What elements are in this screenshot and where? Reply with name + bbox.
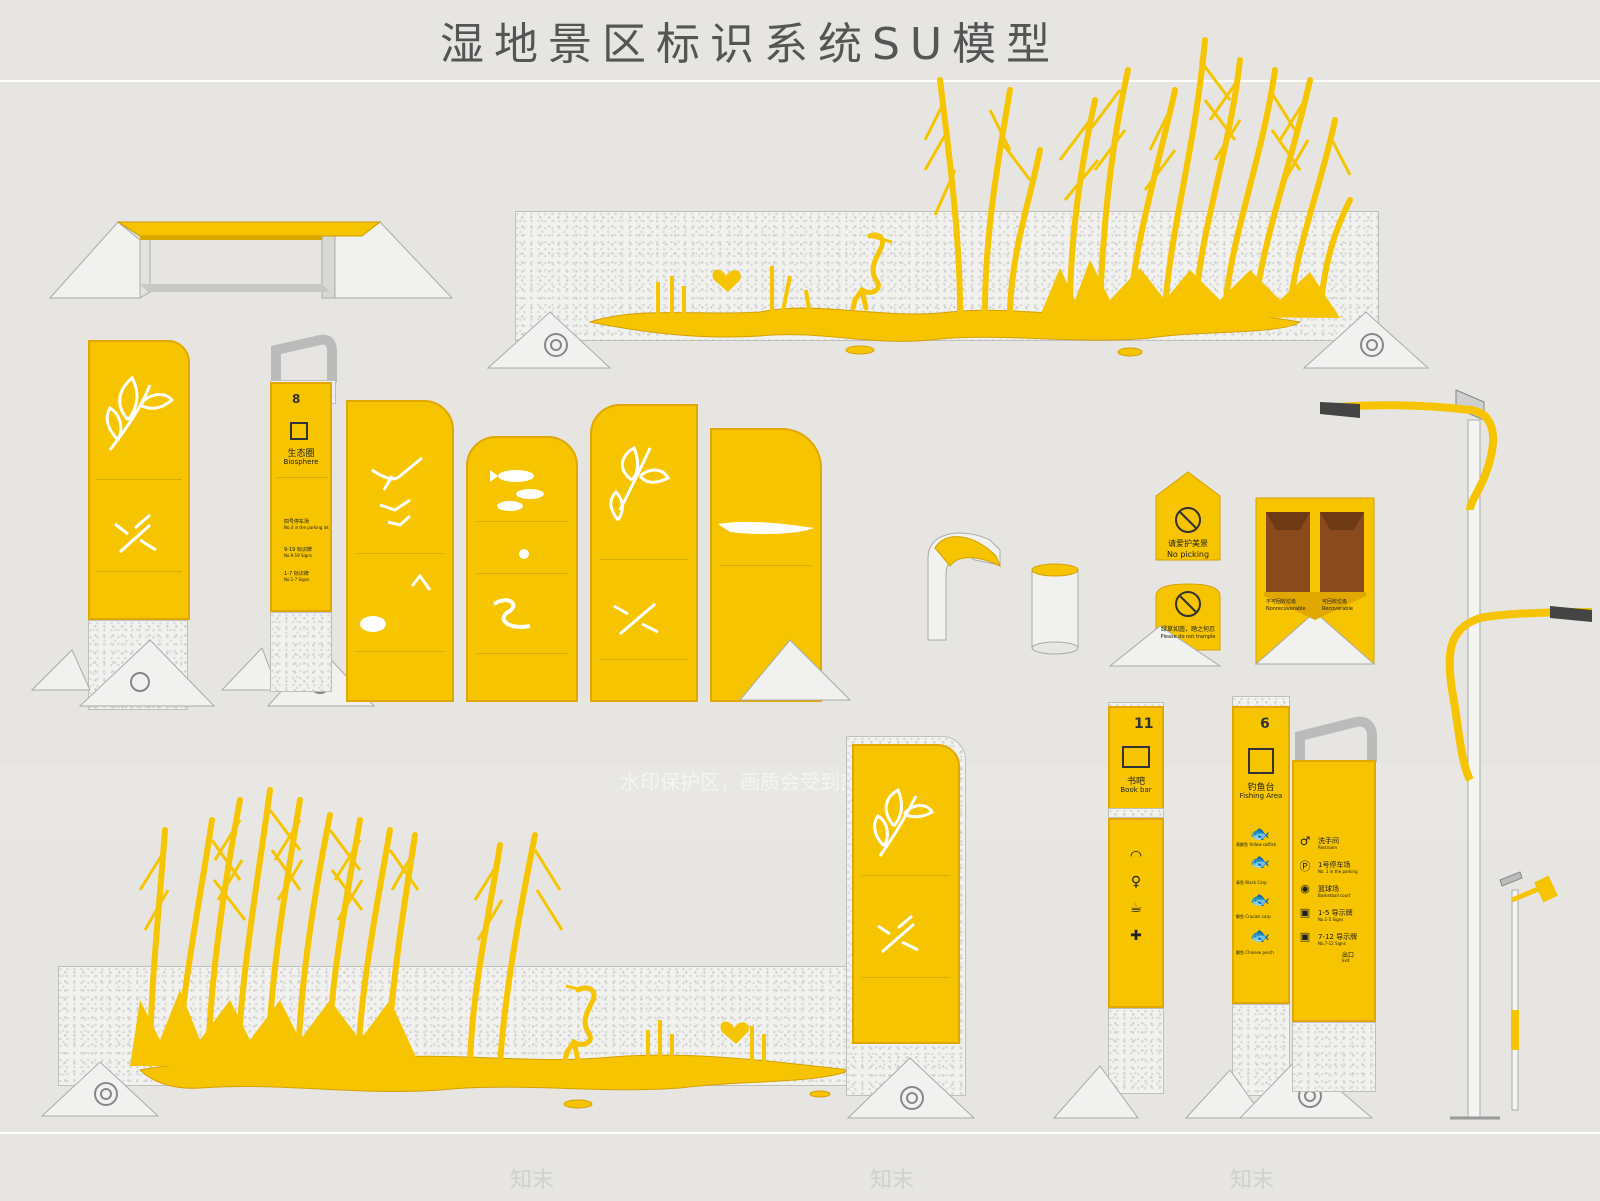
fish-species: 青鱼 Black Carp bbox=[1236, 880, 1267, 885]
dir-row: No.7-12 Signs bbox=[1318, 941, 1346, 946]
info-text: ……………………………………………………………… bbox=[476, 570, 568, 575]
bin-right-en: Recoverable bbox=[1322, 606, 1353, 612]
basketball-icon: ◉ bbox=[1300, 882, 1310, 895]
dir-row: Basketball court bbox=[1318, 893, 1351, 898]
bin-left-en: Nonrecoverable bbox=[1266, 606, 1306, 612]
dir-row: Restroom bbox=[1318, 845, 1338, 850]
dir-row: No.9-19 Signs bbox=[284, 553, 312, 558]
info-text: ……………………………………………………………………………………………… bbox=[96, 568, 182, 573]
fish-icon: 🐟 bbox=[1250, 852, 1270, 871]
sign-number: 6 bbox=[1260, 716, 1270, 732]
book-icon bbox=[1122, 746, 1150, 768]
info-text: …………………………………………………………………………………………………… bbox=[600, 556, 688, 561]
watermark-logo: 知末 bbox=[870, 1168, 915, 1193]
dir-row: No. 1 in the parking bbox=[1318, 869, 1358, 874]
no-picking-cn: 请爱护美景 bbox=[1168, 539, 1208, 548]
watermark-logo: 知末 bbox=[510, 1168, 555, 1193]
info-text: ……………………………………………………………… bbox=[476, 650, 568, 655]
fish-species: 黄颡鱼 Yellow catfish bbox=[1236, 842, 1277, 847]
fish-icon: 🐟 bbox=[1250, 824, 1270, 843]
restroom-icon: ♀ bbox=[1130, 874, 1142, 890]
biosphere-panel bbox=[270, 382, 332, 612]
sign-icon: ▣ bbox=[1299, 906, 1311, 919]
dir-row: 1号停车场 bbox=[1318, 861, 1351, 869]
biosphere-cn: 生态圈 bbox=[287, 449, 315, 459]
book-bar-cn: 书吧 bbox=[1126, 777, 1145, 787]
info-text: …………………………………………………………………………………………… bbox=[356, 550, 444, 555]
dir-row: 1-7 标识牌 bbox=[284, 571, 309, 577]
dir-row: 9-19 标识牌 bbox=[284, 547, 312, 553]
info-text: ………………………………………………………………………………………… bbox=[862, 872, 950, 877]
bin-right-cn: 可回收垃圾 bbox=[1322, 599, 1348, 605]
screen-panel-birds bbox=[346, 400, 454, 702]
cafe-icon: ☕ bbox=[1129, 900, 1143, 916]
info-text: …………………………………………………………………………… bbox=[476, 518, 568, 523]
no-trample-en: Please do not trample bbox=[1160, 634, 1216, 640]
page-title: 湿地景区标识系统SU模型 bbox=[440, 19, 1061, 70]
dir-row: 1-5 导示牌 bbox=[1318, 909, 1353, 917]
sign-number: 8 bbox=[292, 392, 301, 406]
fish-icon: 🐟 bbox=[1250, 890, 1270, 909]
no-trample-cn: 绿草如茵，踏之何忍 bbox=[1160, 626, 1215, 633]
dir-row: Exit bbox=[1342, 958, 1350, 963]
info-text: ……………………………………………………………………………… bbox=[720, 562, 812, 567]
bin-left-cn: 不可回收垃圾 bbox=[1266, 599, 1297, 605]
screen-panel-leaf bbox=[590, 404, 698, 702]
book-bar-panel-top bbox=[1108, 706, 1164, 810]
biosphere-en: Biosphere bbox=[283, 458, 319, 466]
book-bar-panel-bottom bbox=[1108, 818, 1164, 1008]
dir-row: 出口 bbox=[1342, 952, 1355, 959]
dir-row: 篮球场 bbox=[1318, 885, 1339, 893]
bottom-rule bbox=[0, 1132, 1600, 1134]
fish-species: 鲫鱼 Crucian carp bbox=[1236, 914, 1271, 919]
fishing-en: Fishing Area bbox=[1239, 792, 1283, 800]
leaf-totem-panel bbox=[88, 340, 190, 620]
top-rule bbox=[0, 80, 1600, 82]
no-picking-en: No picking bbox=[1166, 550, 1210, 559]
wifi-icon: ◠ bbox=[1129, 848, 1143, 864]
info-text: …………………………………………………………………………………………………………… bbox=[96, 476, 182, 481]
dir-row: 洗手间 bbox=[1318, 837, 1339, 845]
book-bar-en: Book bar bbox=[1120, 786, 1152, 794]
tree-icon bbox=[290, 422, 308, 440]
directory-panel bbox=[1292, 760, 1376, 1022]
watermark-logo: 知末 bbox=[1230, 1168, 1275, 1193]
fish-hook-icon bbox=[1248, 748, 1274, 774]
restroom-icon: ♂ bbox=[1299, 834, 1311, 848]
dir-row: 7-12 导示牌 bbox=[1318, 933, 1358, 941]
dir-row: No.1-7 Signs bbox=[284, 577, 310, 582]
info-text: …………………………………………………………………………………………… bbox=[356, 648, 444, 653]
fishing-cn: 钓鱼台 bbox=[1247, 783, 1275, 793]
fish-species: 鳜鱼 Chinese perch bbox=[1236, 950, 1274, 955]
info-text: …………………………………………………………… bbox=[276, 474, 328, 479]
info-text: ……………………………………………………………………… bbox=[862, 974, 950, 979]
first-aid-icon: ✚ bbox=[1130, 928, 1142, 944]
fish-icon: 🐟 bbox=[1250, 926, 1270, 945]
info-text: ……………………………………………………………………… bbox=[600, 656, 688, 661]
parking-icon: Ⓟ bbox=[1299, 860, 1311, 873]
leaf-totem-panel bbox=[852, 744, 960, 1044]
sign-number: 11 bbox=[1134, 716, 1154, 732]
fishing-panel bbox=[1232, 706, 1290, 1004]
sign-icon: ▣ bbox=[1299, 930, 1311, 943]
dir-row: No.4 in the parking lot bbox=[284, 525, 329, 530]
dir-row: 四号停车场 bbox=[284, 519, 310, 525]
dir-row: No.1-5 Signs bbox=[1318, 917, 1344, 922]
